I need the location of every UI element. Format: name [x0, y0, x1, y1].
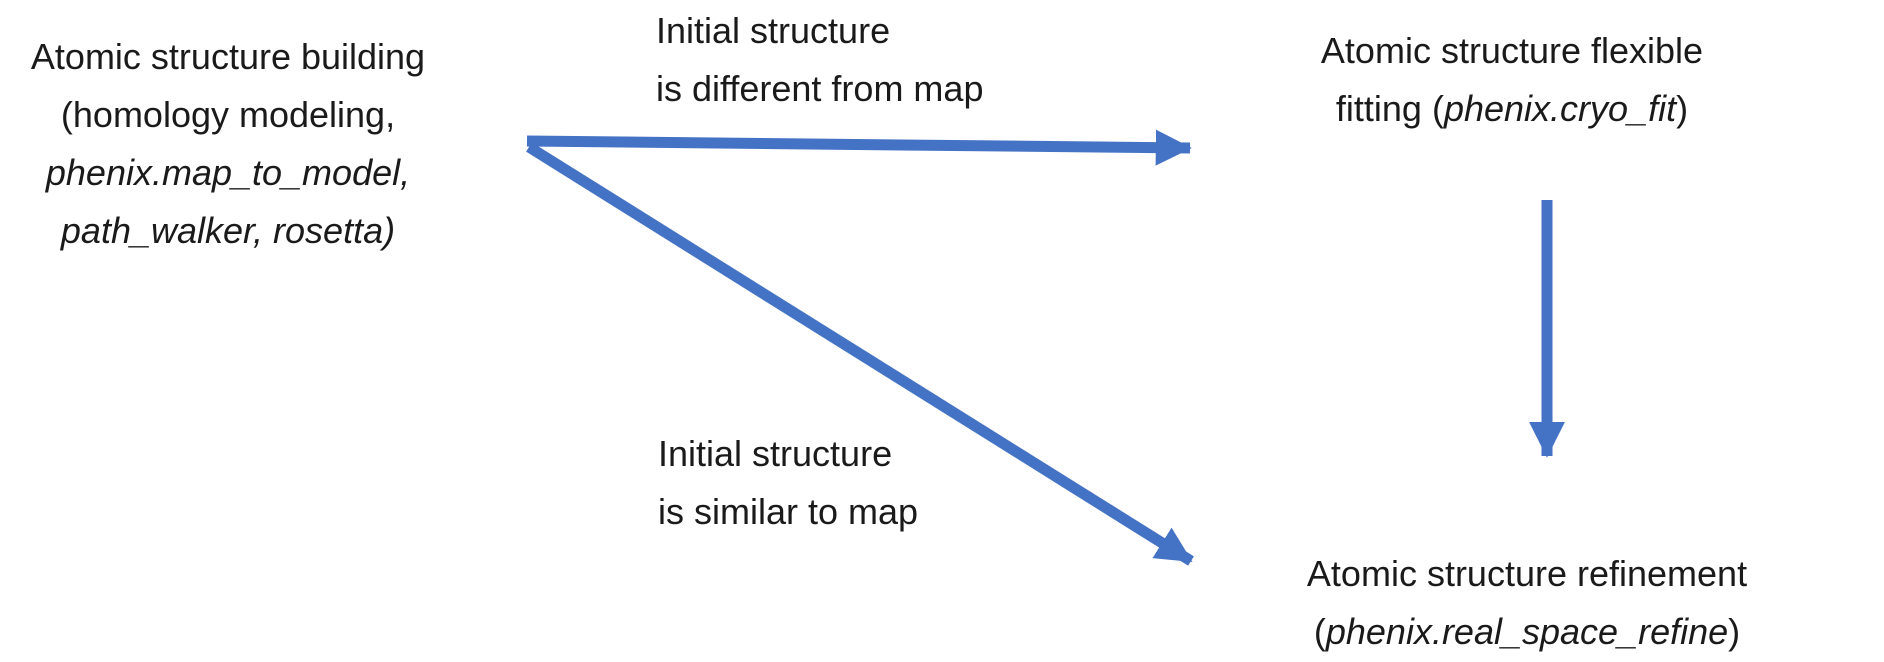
node-text-segment: ) [1728, 611, 1741, 652]
node-text-line: (phenix.real_space_refine) [1272, 603, 1782, 661]
edge-label-different-from-map: Initial structure is different from map [656, 2, 983, 118]
node-atomic-structure-building: Atomic structure building (homology mode… [0, 28, 456, 260]
node-text-line: path_walker, rosetta) [60, 210, 396, 251]
node-text-line: Atomic structure refinement [1306, 553, 1748, 594]
node-text-segment-italic: phenix.cryo_fit [1443, 88, 1677, 129]
node-text-line: Atomic structure flexible [1320, 30, 1704, 71]
node-text-line: phenix.map_to_model, [45, 152, 411, 193]
node-text-line: fitting (phenix.cryo_fit) [1286, 80, 1738, 138]
node-text-line: (homology modeling, [60, 94, 396, 135]
arrow-building-to-refinement [526, 142, 1194, 566]
arrow-building-to-fitting [526, 129, 1192, 166]
edge-label-line: is similar to map [658, 491, 919, 532]
node-text-segment-italic: phenix.real_space_refine [1325, 611, 1729, 652]
node-text-segment: fitting ( [1335, 88, 1444, 129]
node-atomic-structure-flexible-fitting: Atomic structure flexible fitting (pheni… [1286, 22, 1738, 138]
edge-label-line: Initial structure [656, 10, 891, 51]
node-text-segment: ) [1676, 88, 1689, 129]
edge-label-line: is different from map [656, 68, 984, 109]
node-text-line: Atomic structure building [30, 36, 426, 77]
node-text-segment: ( [1313, 611, 1326, 652]
edge-label-similar-to-map: Initial structure is similar to map [658, 425, 918, 541]
edge-label-line: Initial structure [658, 433, 893, 474]
node-atomic-structure-refinement: Atomic structure refinement (phenix.real… [1272, 545, 1782, 661]
